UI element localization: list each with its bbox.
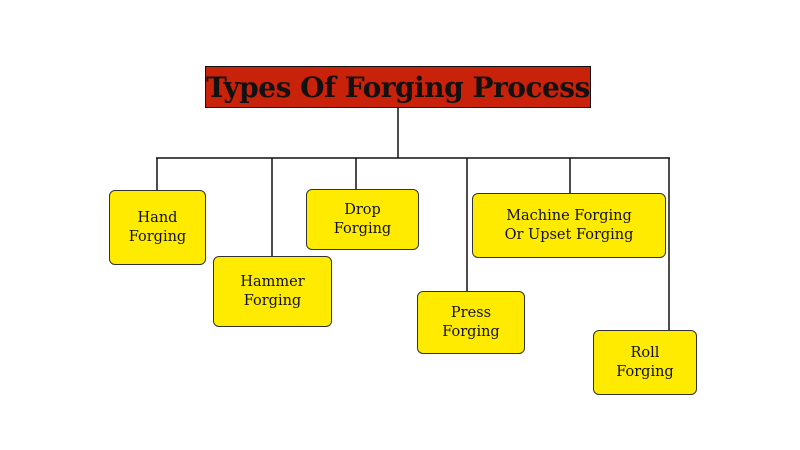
title-box: Types Of Forging Process — [205, 66, 591, 108]
node-drop-forging: Drop Forging — [306, 189, 419, 250]
node-label-line: Machine Forging — [506, 207, 632, 224]
node-hand-forging: Hand Forging — [109, 190, 206, 265]
node-label-line: Hammer — [240, 273, 305, 290]
node-label-line: Roll — [630, 344, 660, 361]
node-label: Hand Forging — [129, 209, 186, 247]
node-hammer-forging: Hammer Forging — [213, 256, 332, 327]
node-label-line: Or Upset Forging — [504, 226, 634, 243]
node-label-line: Forging — [442, 323, 500, 340]
node-label: Hammer Forging — [240, 273, 304, 311]
node-label: Drop Forging — [334, 201, 391, 239]
node-label: Machine Forging Or Upset Forging — [505, 207, 634, 245]
node-label-line: Drop — [344, 201, 381, 218]
node-label-line: Forging — [243, 292, 302, 309]
node-press-forging: Press Forging — [417, 291, 525, 354]
node-label-line: Hand — [137, 209, 178, 226]
node-roll-forging: Roll Forging — [593, 330, 697, 395]
node-label: Roll Forging — [616, 344, 673, 382]
node-label: Press Forging — [442, 304, 499, 342]
node-label-line: Forging — [616, 363, 674, 380]
node-label-line: Press — [450, 304, 492, 321]
node-machine-upset-forging: Machine Forging Or Upset Forging — [472, 193, 666, 258]
diagram-title: Types Of Forging Process — [206, 70, 590, 104]
node-label-line: Forging — [333, 220, 392, 237]
node-label-line: Forging — [128, 228, 187, 245]
